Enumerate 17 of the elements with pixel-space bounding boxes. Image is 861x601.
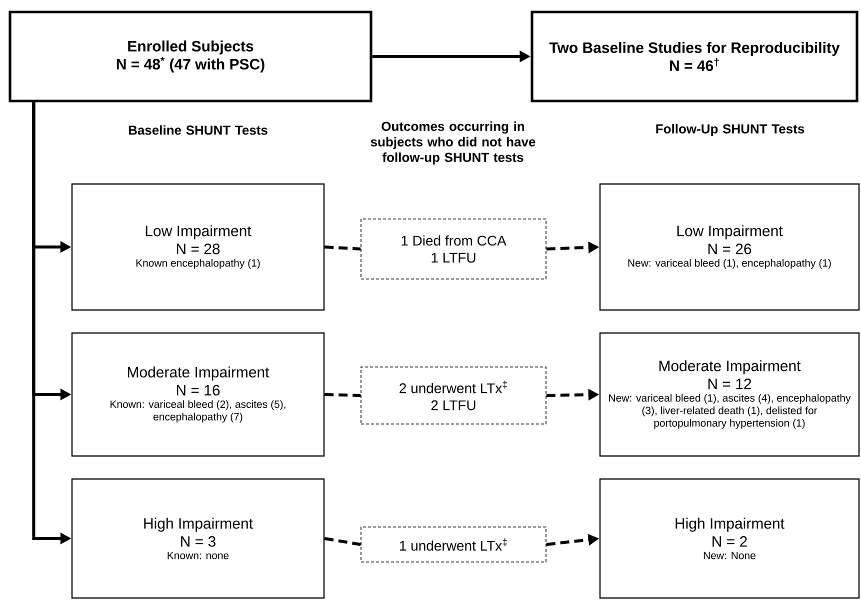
connector-line bbox=[324, 246, 361, 250]
column-heading: Follow-Up SHUNT Tests bbox=[656, 124, 804, 136]
column-heading: Outcomes occurring in subjects who did not have follow-up SHUNT tests bbox=[370, 121, 536, 165]
connector-line bbox=[324, 537, 361, 546]
outcome-box: 2 underwent LTx$^{‡}$ 2 LTFU bbox=[360, 366, 546, 424]
summary-box: Enrolled Subjects N = 48$^{*}$ (47 with PSC) bbox=[8, 10, 372, 102]
impairment-box: High Impairment N = 2 New: None bbox=[599, 478, 860, 599]
impairment-box: Moderate Impairment N = 12 New: variceal bleed (1), ascites (4), encephalopathy (3), liver-related death (1), delisted for portopulmonary hypertension (1) bbox=[599, 332, 860, 457]
connector-line bbox=[324, 393, 361, 397]
impairment-box: Low Impairment N = 26 New: variceal bleed (1), encephalopathy (1) bbox=[599, 183, 860, 311]
impairment-box: Moderate Impairment N = 16 Known: variceal bleed (2), ascites (5), encephalopathy (7) bbox=[71, 332, 325, 457]
outcome-box: 1 underwent LTx$^{‡}$ bbox=[360, 526, 546, 562]
outcome-box: 1 Died from CCA 1 LTFU bbox=[360, 218, 546, 280]
summary-box: Two Baseline Studies for Reproducibility N = 46$^{†}$ bbox=[530, 10, 858, 102]
impairment-box: High Impairment N = 3 Known: none bbox=[71, 478, 325, 599]
column-heading: Baseline SHUNT Tests bbox=[128, 125, 268, 135]
impairment-box: Low Impairment N = 28 Known encephalopathy (1) bbox=[71, 183, 325, 311]
